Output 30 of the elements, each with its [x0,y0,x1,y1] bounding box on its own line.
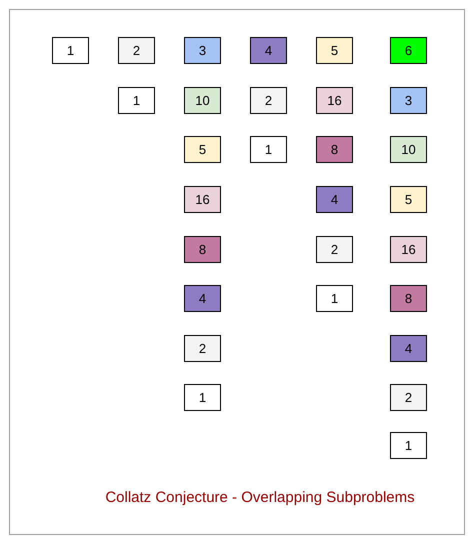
number-box: 4 [184,285,221,312]
number-box: 8 [390,285,427,312]
number-box: 5 [390,186,427,213]
number-box: 1 [118,87,155,114]
number-box: 16 [184,186,221,213]
number-box: 8 [184,236,221,263]
number-box: 2 [184,335,221,362]
number-box: 1 [250,136,287,163]
number-box: 1 [316,285,353,312]
number-box: 1 [52,37,89,64]
number-box: 8 [316,136,353,163]
number-box: 4 [316,186,353,213]
number-box: 10 [184,87,221,114]
number-box: 2 [250,87,287,114]
number-box: 2 [316,236,353,263]
number-box: 5 [184,136,221,163]
number-box: 5 [316,37,353,64]
number-box: 3 [184,37,221,64]
number-box: 3 [390,87,427,114]
number-box: 2 [390,384,427,411]
number-box: 4 [250,37,287,64]
number-box: 2 [118,37,155,64]
number-box: 4 [390,335,427,362]
number-box: 16 [316,87,353,114]
number-box: 10 [390,136,427,163]
number-box: 1 [184,384,221,411]
number-box: 1 [390,432,427,459]
number-box: 16 [390,236,427,263]
number-box: 6 [390,37,427,64]
caption: Collatz Conjecture - Overlapping Subproblems [104,488,416,508]
